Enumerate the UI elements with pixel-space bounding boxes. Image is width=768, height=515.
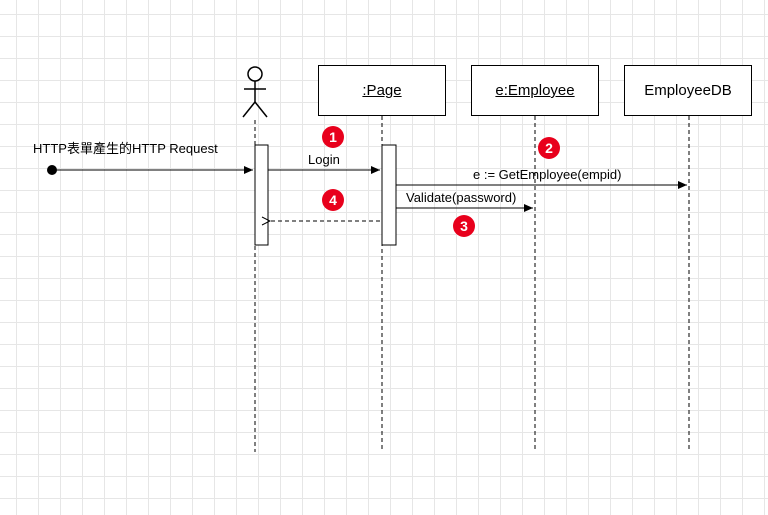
page-participant-label: :Page: [362, 82, 402, 99]
employee-participant: e:Employee: [471, 65, 599, 116]
actor-activation: [254, 144, 269, 246]
employeedb-participant-label: EmployeeDB: [644, 82, 732, 99]
incoming-request-label: HTTP表單產生的HTTP Request: [33, 141, 218, 156]
employee-participant-label: e:Employee: [495, 82, 575, 99]
step-badge: 3: [453, 215, 475, 237]
employeedb-participant: EmployeeDB: [624, 65, 752, 116]
get-employee-label: e := GetEmployee(empid): [473, 167, 622, 182]
step-badge: 4: [322, 189, 344, 211]
step-badge: 1: [322, 126, 344, 148]
login-label: Login: [308, 152, 340, 167]
validate-label: Validate(password): [406, 190, 517, 205]
page-activation: [381, 144, 397, 246]
page-participant: :Page: [318, 65, 446, 116]
step-badge: 2: [538, 137, 560, 159]
actor-icon: [242, 66, 268, 118]
